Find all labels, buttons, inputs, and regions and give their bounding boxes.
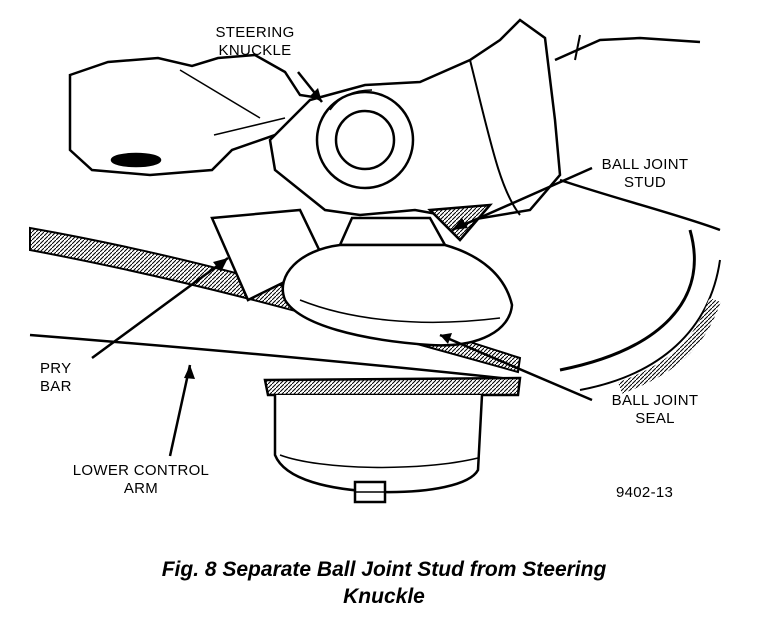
label-steering-knuckle-line1: STEERING <box>215 24 295 41</box>
label-ball-joint-stud-line2: STUD <box>623 174 667 191</box>
label-lower-control-arm-line2: ARM <box>123 480 159 497</box>
ball-joint-housing <box>263 376 522 504</box>
ball-joint-seal <box>281 243 514 347</box>
label-steering-knuckle: STEERING KNUCKLE <box>200 24 310 60</box>
arrowheads <box>184 88 468 379</box>
label-ball-joint-stud-line1: BALL JOINT <box>601 156 689 173</box>
wheel-edge <box>559 229 721 394</box>
figure-caption: Fig. 8 Separate Ball Joint Stud from Ste… <box>0 556 768 610</box>
figure-caption-line1: Fig. 8 Separate Ball Joint Stud from Ste… <box>161 558 607 581</box>
label-ball-joint-seal: BALL JOINT SEAL <box>592 392 718 428</box>
label-lower-control-arm-line1: LOWER CONTROL <box>72 462 210 479</box>
label-pry-bar-line2: BAR <box>40 378 72 395</box>
steering-knuckle <box>68 18 721 232</box>
figure-caption-line2: Knuckle <box>343 585 425 608</box>
label-ball-joint-seal-line1: BALL JOINT <box>611 392 699 409</box>
label-pry-bar-line1: PRY <box>40 360 72 377</box>
label-ball-joint-stud: BALL JOINT STUD <box>590 156 700 192</box>
label-steering-knuckle-line2: KNUCKLE <box>218 42 292 59</box>
label-lower-control-arm: LOWER CONTROL ARM <box>46 462 236 498</box>
ball-joint-diagram <box>29 18 721 504</box>
label-ball-joint-seal-line2: SEAL <box>635 410 675 427</box>
label-pry-bar: PRY BAR <box>40 360 72 396</box>
figure-number: 9402-13 <box>616 484 674 501</box>
